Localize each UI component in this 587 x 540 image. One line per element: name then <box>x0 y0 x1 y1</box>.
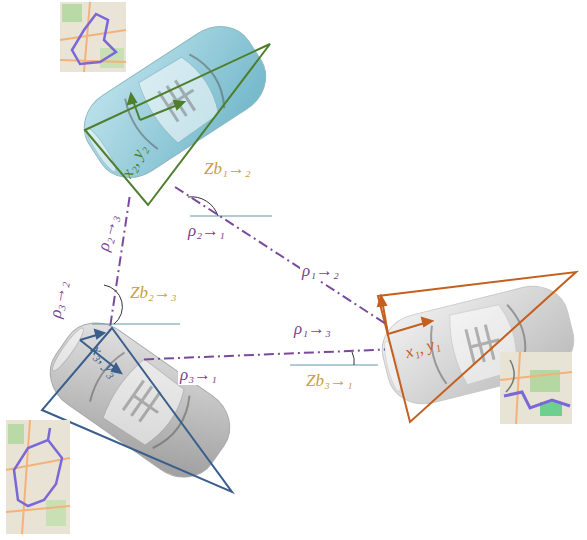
range-label: ρ₂→₃ <box>94 210 123 254</box>
frame-axis-label: x₂, y₂ <box>118 141 151 181</box>
vehicle-frame: x₃, y₃ <box>66 330 144 392</box>
vehicle-frame: x₂, y₂ <box>95 125 175 197</box>
bearing-label: Zb₃→₁ <box>304 372 355 391</box>
range-line <box>175 187 385 323</box>
range-line <box>144 350 385 360</box>
range-label: ρ₃→₂ <box>46 278 72 322</box>
range-label: ρ₃→₁ <box>178 366 219 385</box>
range-label: ρ₂→₁ <box>186 222 227 241</box>
frame-axis-label: x₁, y₁ <box>403 334 442 363</box>
bearing-label: Zb₁→₂ <box>202 160 253 179</box>
range-label: ρ₁→₂ <box>300 262 341 281</box>
frame-axis-label: x₃, y₃ <box>87 341 124 380</box>
bearing-label: Zb₂→₃ <box>128 284 179 303</box>
range-label: ρ₁→₃ <box>292 320 333 339</box>
vehicle-frame: x₁, y₁ <box>385 322 461 374</box>
